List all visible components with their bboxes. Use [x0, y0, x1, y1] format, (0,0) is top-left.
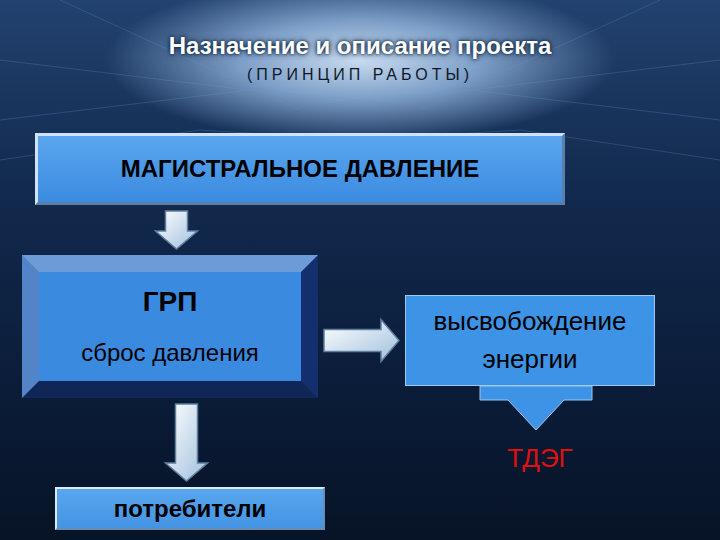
energy-box: высвобождение энергии — [405, 295, 655, 386]
pressure-box: МАГИСТРАЛЬНОЕ ДАВЛЕНИЕ — [35, 133, 565, 205]
node-heading: высвобождение энергии — [416, 303, 644, 378]
output-arrow — [480, 386, 592, 430]
node-heading: ГРП — [143, 286, 198, 318]
subtitle: (ПРИНЦИП РАБОТЫ) — [0, 66, 720, 84]
node-body: сброс давления — [81, 339, 259, 367]
block-arrow — [324, 320, 399, 362]
block-arrow — [166, 404, 208, 481]
block-arrow — [156, 211, 198, 249]
output-label: ТДЭГ — [470, 443, 610, 474]
slide-title: Назначение и описание проекта — [0, 32, 720, 60]
station-box: ГРП сброс давления — [22, 255, 318, 398]
consumers-box: потребители — [55, 487, 325, 530]
node-heading: МАГИСТРАЛЬНОЕ ДАВЛЕНИЕ — [121, 155, 479, 183]
node-heading: потребители — [114, 495, 267, 523]
